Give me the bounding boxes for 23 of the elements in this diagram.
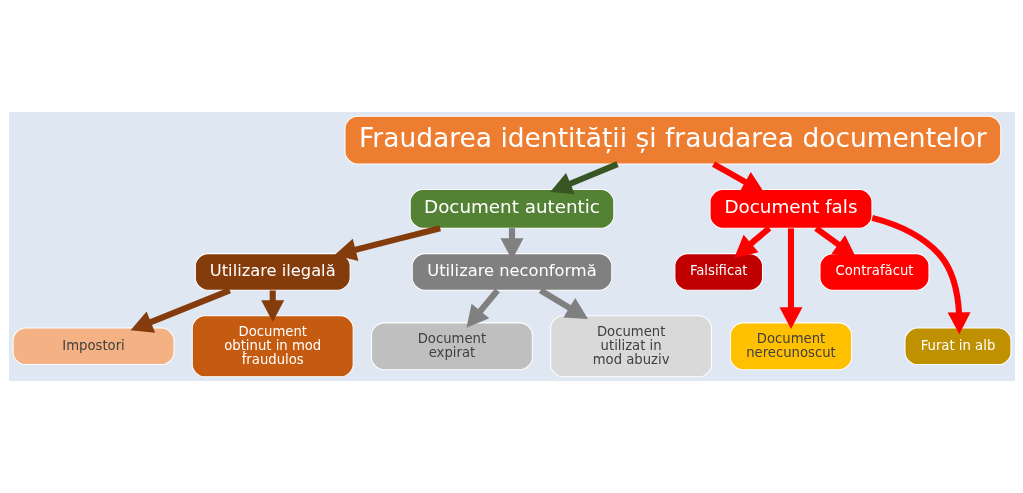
arrow <box>871 214 971 335</box>
arrow <box>711 161 764 193</box>
node-box: Impostori <box>12 327 174 366</box>
node-box: Falsificat <box>673 253 763 291</box>
arrow <box>333 225 441 261</box>
node-box: Document utilizat in mod abuziv <box>549 315 712 378</box>
node-box: Utilizare ilegală <box>194 253 351 291</box>
arrow <box>779 228 802 329</box>
arrow <box>813 225 856 258</box>
node-box: Furat in alb <box>904 327 1011 366</box>
arrow <box>130 287 231 333</box>
node-box: Document obținut in mod fraudulos <box>191 315 354 378</box>
node-box: Utilizare neconformă <box>411 253 612 291</box>
arrow <box>549 161 619 195</box>
node-box: Contrafăcut <box>819 253 929 291</box>
node-box: Document expirat <box>370 322 533 371</box>
node-box: Document autentic <box>409 188 614 229</box>
node-box: Document fals <box>709 188 872 229</box>
node-box: Fraudarea identității și fraudarea documentelor <box>344 115 1001 165</box>
arrow <box>538 287 588 320</box>
arrow <box>733 225 771 258</box>
node-box: Document nerecunoscut <box>729 322 852 371</box>
arrow <box>465 288 500 328</box>
